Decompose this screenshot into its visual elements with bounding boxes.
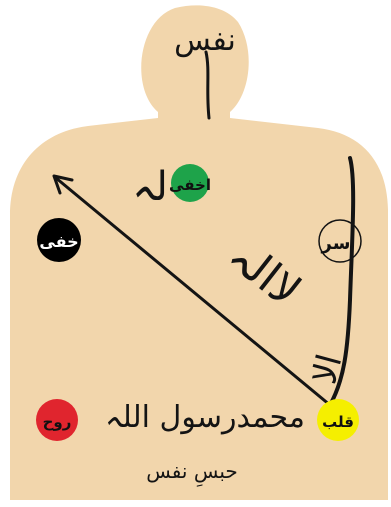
akhfa-label: اخفی: [169, 176, 211, 194]
khafi-label: خفی: [39, 232, 78, 251]
lam-ha: لہ: [132, 164, 168, 210]
latifa-qalb: قلب: [317, 399, 359, 441]
sirr-label: سر: [321, 233, 351, 254]
latifa-ruh: روح: [36, 399, 78, 441]
ruh-label: روح: [43, 413, 72, 431]
qalb-label: قلب: [322, 413, 354, 431]
muhammad-text: محمدرسول اللہ: [105, 400, 305, 435]
bottom-caption: حبسِ نفس: [146, 459, 237, 487]
latifa-khafi: خفی: [37, 218, 81, 262]
